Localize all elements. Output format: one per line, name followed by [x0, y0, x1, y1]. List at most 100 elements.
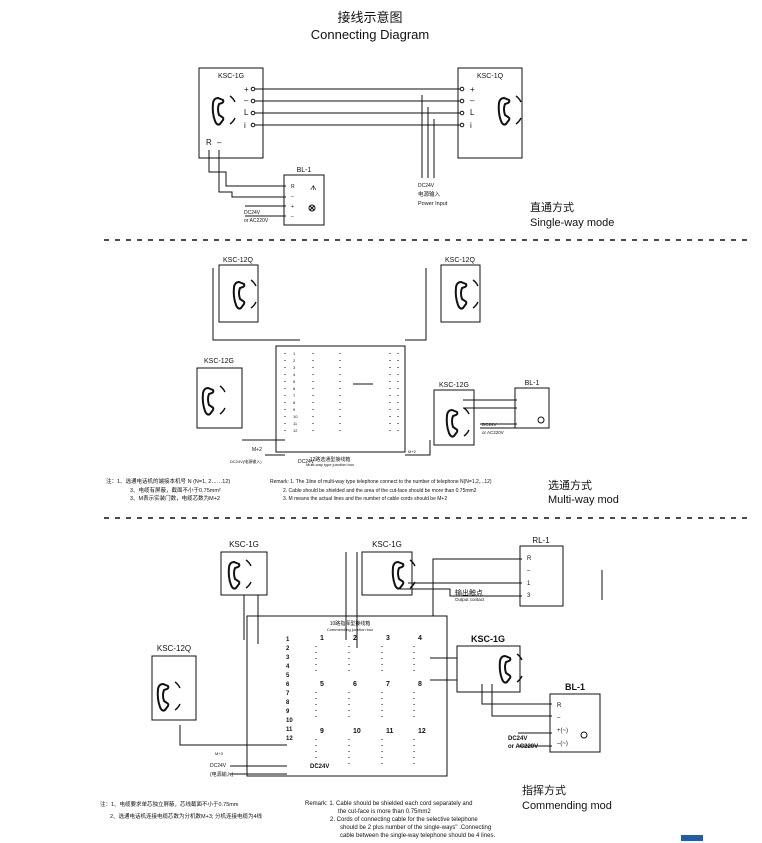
- bell-power2: or AC220V: [244, 218, 269, 224]
- relay-label: RL-1: [532, 536, 550, 545]
- lamp-icon: [580, 731, 588, 739]
- phone-g2-box: [433, 389, 475, 446]
- note-cn-2: 3、电缆有屏蔽，截面不小于0.75mm²: [130, 486, 221, 494]
- num: 11: [286, 727, 293, 733]
- phone-g-box: [196, 367, 243, 429]
- r-label: R: [206, 138, 212, 147]
- note-en-2: 2. Cable should be shielded and the area…: [283, 488, 477, 494]
- term-r1: +: [470, 85, 475, 94]
- multi-way-section: KSC-12Q KSC-12Q KSC-12G 12路选通型接线箱 Multi-…: [106, 257, 619, 506]
- output-cn: 输出触点: [455, 588, 483, 597]
- phone-d-label: KSC-1G: [471, 634, 505, 644]
- power: DC24V: [298, 459, 315, 465]
- phone-b-box: [361, 551, 413, 596]
- group-num: 7: [386, 681, 390, 688]
- box-en: Commending junction box: [327, 627, 373, 632]
- note-en-2: the cut-face is more than 0.75mm2: [338, 809, 431, 815]
- term-3: L: [244, 108, 249, 117]
- box-cn: 12路选通型接线箱: [310, 456, 351, 463]
- term-r2: –: [470, 96, 475, 105]
- phone-left-label: KSC-1G: [218, 73, 244, 80]
- phone-g2-label: KSC-12G: [439, 382, 469, 389]
- single-way-section: KSC-1G + – L i R – KSC-1Q + – L i DC24V …: [198, 67, 614, 229]
- note-cn-3: 3、M表示实装门数，电缆芯数为M+2: [130, 494, 220, 502]
- term-4: i: [244, 121, 246, 130]
- num: 5: [293, 379, 296, 384]
- minus-label: –: [217, 138, 222, 147]
- mode-cn: 直通方式: [530, 200, 574, 214]
- power-en: Power Input: [418, 201, 448, 207]
- num: 2: [293, 358, 296, 363]
- bell-label: BL-1: [297, 167, 312, 174]
- relay-pin: 1: [527, 581, 531, 587]
- bell-pin: R: [291, 184, 295, 190]
- term-2: –: [244, 96, 249, 105]
- num: 4: [286, 664, 290, 670]
- group-num: 11: [386, 728, 394, 735]
- relay-pin: R: [527, 556, 532, 562]
- num: 5: [286, 673, 290, 679]
- title-en: Connecting Diagram: [311, 27, 430, 42]
- note-en-4: should be 2 plus number of the single-wa…: [340, 825, 491, 831]
- junction-box: [275, 345, 406, 453]
- bell-box: [283, 174, 325, 226]
- title-cn: 接线示意图: [337, 10, 402, 25]
- output-en: Output contact: [455, 597, 485, 602]
- num: 6: [293, 386, 296, 391]
- group-num: 4: [418, 635, 422, 642]
- num: 1: [293, 351, 296, 356]
- num: 2: [286, 646, 290, 652]
- relay-pin: 3: [527, 593, 531, 599]
- phone-g-label: KSC-12G: [204, 358, 234, 365]
- note-en-3: 2. Cords of connecting cable for the sel…: [330, 817, 478, 823]
- group-num: 10: [353, 728, 361, 735]
- group-num: 6: [353, 681, 357, 688]
- commending-box: [246, 615, 448, 777]
- num: 7: [286, 691, 290, 697]
- bell-pin: R: [557, 703, 562, 709]
- phone-a-label: KSC-1G: [229, 540, 259, 549]
- note-cn-1: 注：1、选通电话机的端接本机号 N (N=1, 2……12): [106, 477, 230, 485]
- bell-pin: +(~): [557, 728, 568, 734]
- m-bottom: M+2: [408, 449, 417, 454]
- bell-pin: +: [291, 204, 294, 210]
- term-1: +: [244, 85, 249, 94]
- num: 1: [286, 637, 290, 643]
- num: 4: [293, 372, 296, 377]
- page-marker: [681, 835, 703, 841]
- bell-pin: –: [291, 214, 294, 220]
- num: 10: [293, 414, 298, 419]
- group-num: 3: [386, 635, 390, 642]
- lamp-icon: [537, 416, 545, 424]
- mode-en: Commending mod: [522, 800, 612, 812]
- phone-right-label: KSC-1Q: [477, 73, 504, 80]
- box-cn: 10路指挥型接线箱: [330, 620, 371, 627]
- group-num: 5: [320, 681, 324, 688]
- commending-section: KSC-1G KSC-1G RL-1 R – 1 3 输出触点 Output c…: [100, 536, 612, 839]
- box-power: DC24V: [310, 764, 329, 770]
- bell-pin: –: [291, 194, 294, 200]
- num: 9: [286, 709, 290, 715]
- bell-power2: or AC220V: [508, 744, 538, 750]
- note-en-5: cable between the single-way telephone s…: [340, 833, 495, 839]
- power-cn: DC24V(电源输入): [230, 458, 262, 464]
- phone-q2-label: KSC-12Q: [445, 257, 476, 264]
- num: 12: [286, 736, 293, 742]
- num: 7: [293, 393, 296, 398]
- num: 12: [293, 428, 298, 433]
- bl1-label: BL-1: [525, 380, 540, 387]
- bell-power2: or AC220V: [482, 430, 504, 435]
- group-num: 8: [418, 681, 422, 688]
- note-cn-2: 2、选通电话机连接电缆芯数为分机数M+3; 分机连接电缆为4线: [110, 812, 263, 820]
- phone-right-box: [457, 67, 523, 159]
- bell-power: DC24V: [244, 210, 261, 216]
- group-num: 9: [320, 728, 324, 735]
- num: 10: [286, 718, 293, 724]
- num: 6: [286, 682, 290, 688]
- term-r4: i: [470, 121, 472, 130]
- num: 8: [293, 400, 296, 405]
- box-en: Multi-way type junction box: [306, 462, 354, 467]
- power-cn: (电源输入): [210, 771, 234, 778]
- bl1-label: BL-1: [565, 682, 585, 692]
- power-small: DC24V: [418, 183, 435, 189]
